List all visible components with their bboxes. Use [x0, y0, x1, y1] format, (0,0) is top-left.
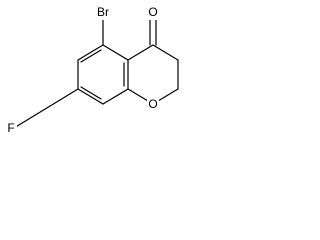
- bond-c8-c7: [77, 88, 104, 105]
- bond-c4a-c4: [127, 44, 154, 61]
- bond-c5-c4a: [102, 44, 129, 61]
- fluorine-label-background: [5, 120, 17, 136]
- fluorine-atom-label: F: [7, 121, 14, 135]
- bond-c6-c5: [77, 44, 104, 61]
- bond-c4-c3: [152, 44, 179, 61]
- bond-c8-c7-inner: [80, 86, 102, 100]
- ring-oxygen-atom-label: O: [148, 97, 157, 111]
- carbonyl-oxygen-label-background: [147, 4, 159, 20]
- bond-c7-f: [13, 88, 79, 129]
- carbonyl-oxygen-atom-label: O: [148, 5, 157, 19]
- bond-c6-c5-inner: [80, 49, 102, 63]
- bond-c8a-c8: [102, 88, 129, 105]
- ring-oxygen-label-background: [147, 96, 159, 112]
- br-label-background: [94, 4, 112, 20]
- chromanone-structure-diagram: Br O F O: [5, 4, 179, 136]
- bromine-atom-label: Br: [97, 5, 109, 19]
